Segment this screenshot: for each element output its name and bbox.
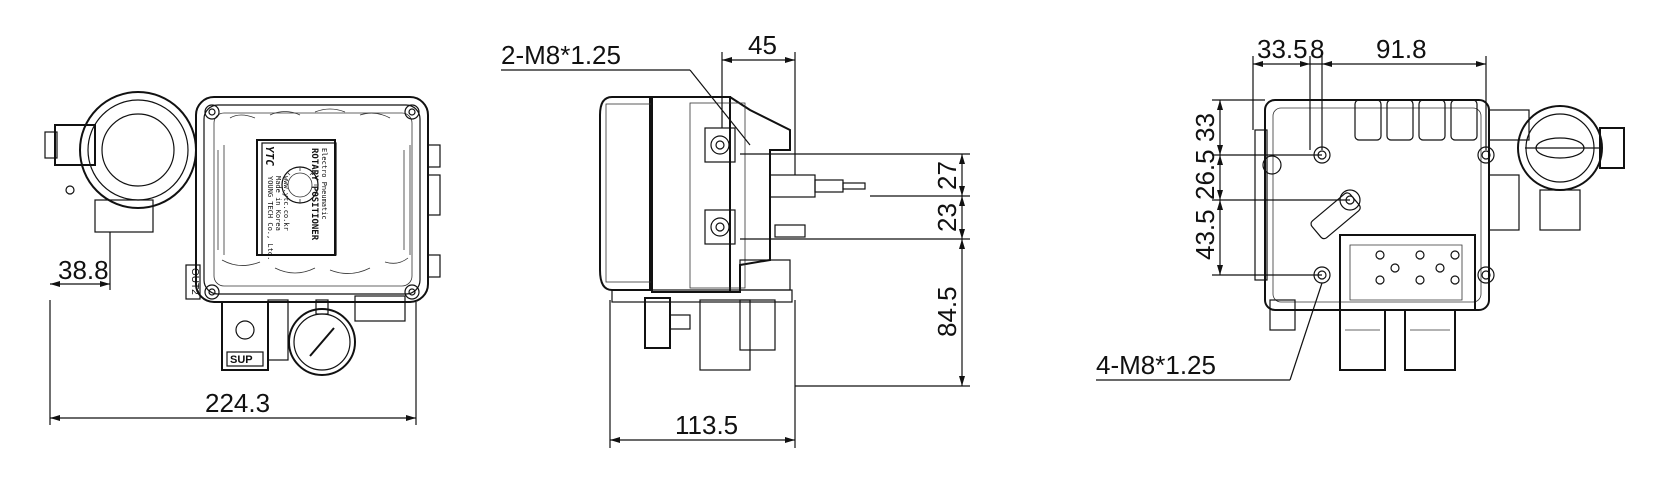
nameplate-brand: YTC	[263, 146, 276, 166]
dim-33: 33	[1190, 113, 1220, 142]
dim-8: 8	[1310, 34, 1324, 64]
front-dimensions: 224.3 38.8	[49, 232, 417, 425]
side-main-body	[599, 96, 866, 371]
dim-27: 27	[932, 161, 962, 190]
front-bottom-ports: SUP OUT2	[185, 264, 406, 376]
callout-2-m8: 2-M8*1.25	[501, 40, 621, 70]
side-dimensions: 45 113.5 27 23 84.5 2-M8*1.25	[501, 30, 970, 448]
rear-view: 33.5 8 91.8 33 26.5 43.5 4-M8*1.25	[1096, 34, 1625, 381]
label-out2: OUT2	[189, 268, 200, 295]
nameplate-line1: Electro Pneumatic	[320, 148, 328, 220]
nameplate-line2: ROTARY POSITIONER	[309, 148, 319, 241]
nameplate-line3: YOUNG TECH Co., Ltd.	[266, 176, 274, 260]
dim-26-5: 26.5	[1190, 149, 1220, 200]
nameplate-line5: www.ytc.co.kr	[282, 176, 290, 231]
callout-4-m8: 4-M8*1.25	[1096, 350, 1216, 380]
dim-224-3: 224.3	[205, 388, 270, 418]
label-sup: SUP	[230, 354, 253, 366]
front-main-body	[195, 96, 441, 303]
dim-45: 45	[748, 30, 777, 60]
left-dial-housing	[44, 91, 197, 233]
dim-38-8: 38.8	[58, 255, 109, 285]
dim-84-5: 84.5	[932, 286, 962, 337]
nameplate: YTC Electro Pneumatic ROTARY POSITIONER …	[256, 139, 337, 260]
rear-dimensions: 33.5 8 91.8 33 26.5 43.5 4-M8*1.25	[1096, 34, 1487, 381]
dim-23: 23	[932, 203, 962, 232]
dim-91-8: 91.8	[1376, 34, 1427, 64]
dim-43-5: 43.5	[1190, 209, 1220, 260]
dim-33-5: 33.5	[1257, 34, 1308, 64]
dim-113-5: 113.5	[675, 410, 738, 440]
side-view: 45 113.5 27 23 84.5 2-M8*1.25	[501, 30, 970, 448]
nameplate-line4: Made in Korea	[274, 176, 282, 231]
rear-main-body	[1254, 99, 1625, 371]
front-view: YTC Electro Pneumatic ROTARY POSITIONER …	[44, 91, 441, 425]
